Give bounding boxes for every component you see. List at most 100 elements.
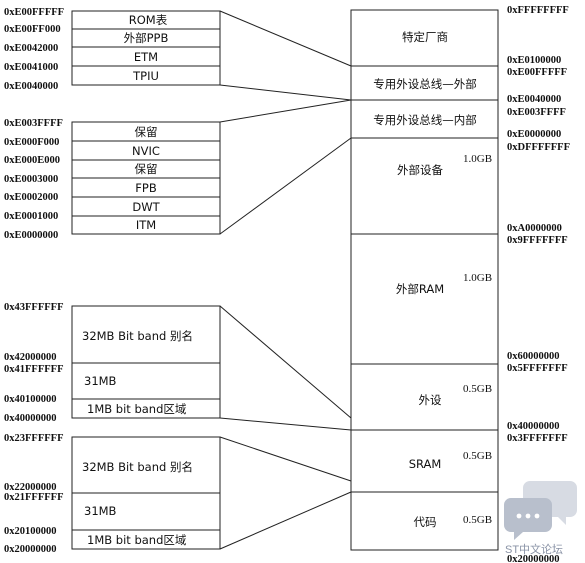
connector-line — [219, 10, 352, 67]
address-label: 0xE0000000 — [507, 129, 561, 140]
ppb-external-block: ROM表 外部PPB ETM TPIU 0xE00FFFFF 0xE00FF00… — [4, 7, 221, 92]
bitband-sram-block: 32MB Bit band 别名 31MB 1MB bit band区域 0x2… — [4, 433, 221, 555]
region-size: 1.0GB — [463, 272, 492, 284]
region-label: SRAM — [409, 457, 442, 471]
address-label: 0xE0100000 — [507, 55, 561, 66]
ppb-int-item: 保留 — [135, 125, 158, 139]
address-label: 0xFFFFFFFF — [507, 5, 569, 16]
ppb-int-row — [71, 215, 221, 235]
bitband-row — [71, 492, 221, 531]
address-label: 0x21FFFFFF — [4, 492, 63, 503]
connector-line — [219, 137, 352, 235]
chat-bubbles-icon — [504, 481, 577, 540]
connector-line — [219, 99, 352, 123]
ppb-ext-row — [71, 65, 221, 86]
bitband-row — [71, 436, 221, 494]
region-label: 外部RAM — [396, 282, 444, 296]
connector-line — [219, 305, 352, 419]
ppb-ext-item: ROM表 — [129, 13, 168, 27]
address-label: 0xE0040000 — [507, 94, 561, 105]
address-label: 0xE0041000 — [4, 62, 58, 73]
region-label: 专用外设总线—外部 — [373, 77, 477, 91]
connector-line — [219, 436, 352, 482]
ppb-int-item: FPB — [135, 181, 157, 195]
bitband-item: 32MB Bit band 别名 — [82, 329, 193, 343]
bitband-row — [71, 362, 221, 400]
region-label: 外部设备 — [397, 163, 443, 177]
ppb-ext-item: ETM — [134, 50, 158, 64]
address-label: 0xE0040000 — [4, 81, 58, 92]
region-code — [350, 491, 499, 551]
region-label: 专用外设总线—内部 — [373, 113, 477, 127]
address-label: 0xE0002000 — [4, 192, 58, 203]
address-label: 0x3FFFFFFF — [507, 433, 568, 444]
address-label: 0x9FFFFFFF — [507, 235, 568, 246]
region-label: 外设 — [419, 393, 442, 407]
watermark-text: ST中文论坛 — [505, 542, 563, 556]
watermark: ST中文论坛 — [504, 481, 577, 556]
ppb-int-item: 保留 — [135, 162, 158, 176]
address-label: 0xE000F000 — [4, 137, 59, 148]
address-label: 0xE0001000 — [4, 211, 58, 222]
address-label: 0x23FFFFFF — [4, 433, 63, 444]
bitband-item: 31MB — [84, 504, 117, 518]
address-label: 0x20000000 — [4, 544, 57, 555]
address-label: 0xA0000000 — [507, 223, 562, 234]
address-label: 0xE00FF000 — [4, 24, 61, 35]
connector-line — [219, 491, 352, 550]
address-label: 0xDFFFFFFF — [507, 142, 570, 153]
address-label: 0xE003FFFF — [4, 118, 63, 129]
bitband-row — [71, 305, 221, 364]
address-label: 0x40000000 — [507, 421, 560, 432]
address-label: 0x60000000 — [507, 351, 560, 362]
address-label: 0x41FFFFFF — [4, 364, 63, 375]
region-label: 特定厂商 — [402, 30, 448, 44]
ppb-int-item: DWT — [132, 200, 160, 214]
bitband-row — [71, 529, 221, 550]
region-size: 1.0GB — [463, 153, 492, 165]
ppb-int-item: NVIC — [132, 144, 160, 158]
region-size: 0.5GB — [463, 383, 492, 395]
region-ppb-external — [350, 65, 499, 101]
region-ppb-internal — [350, 99, 499, 139]
ppb-int-item: ITM — [136, 218, 156, 232]
address-label: 0xE000E000 — [4, 155, 60, 166]
bitband-item: 1MB bit band区域 — [87, 533, 187, 547]
region-sram — [350, 429, 499, 493]
address-label: 0x22000000 — [4, 482, 57, 493]
address-label: 0x40000000 — [4, 413, 57, 424]
address-label: 0x43FFFFFF — [4, 302, 63, 313]
region-label: 代码 — [414, 515, 437, 529]
address-label: 0xE0042000 — [4, 43, 58, 54]
ppb-ext-item: 外部PPB — [124, 31, 169, 45]
address-label: 0x42000000 — [4, 352, 57, 363]
bitband-item: 31MB — [84, 374, 117, 388]
address-label: 0xE00FFFFF — [4, 7, 64, 18]
address-label: 0x20100000 — [4, 526, 57, 537]
address-label: 0x40100000 — [4, 394, 57, 405]
address-label: 0x5FFFFFFF — [507, 363, 568, 374]
region-peripheral — [350, 363, 499, 431]
connector-line — [219, 417, 352, 431]
address-label: 0xE00FFFFF — [507, 67, 567, 78]
connector-lines — [219, 10, 352, 550]
bitband-item: 1MB bit band区域 — [87, 402, 187, 416]
bitband-peripheral-block: 32MB Bit band 别名 31MB 1MB bit band区域 0x4… — [4, 302, 221, 424]
region-size: 0.5GB — [463, 450, 492, 462]
ppb-internal-block: 保留 NVIC 保留 FPB DWT ITM 0xE003FFFF 0xE000… — [4, 118, 221, 241]
address-label: 0xE0000000 — [4, 230, 58, 241]
main-memory-column: 特定厂商 专用外设总线—外部 专用外设总线—内部 外部设备 外部RAM 外设 S… — [350, 9, 499, 551]
address-label: 0xE003FFFF — [507, 107, 566, 118]
address-label: 0xE0003000 — [4, 174, 58, 185]
region-external-ram — [350, 233, 499, 365]
region-external-device — [350, 137, 499, 235]
main-memory-addresses: 0xFFFFFFFF 0xE0100000 0xE00FFFFF 0xE0040… — [507, 5, 570, 563]
address-label: 0x20000000 — [507, 554, 560, 563]
connector-line — [219, 84, 352, 101]
bitband-row — [71, 398, 221, 419]
region-vendor-specific — [350, 9, 499, 67]
region-size: 0.5GB — [463, 514, 492, 526]
bitband-item: 32MB Bit band 别名 — [82, 460, 193, 474]
ppb-ext-item: TPIU — [132, 69, 159, 83]
